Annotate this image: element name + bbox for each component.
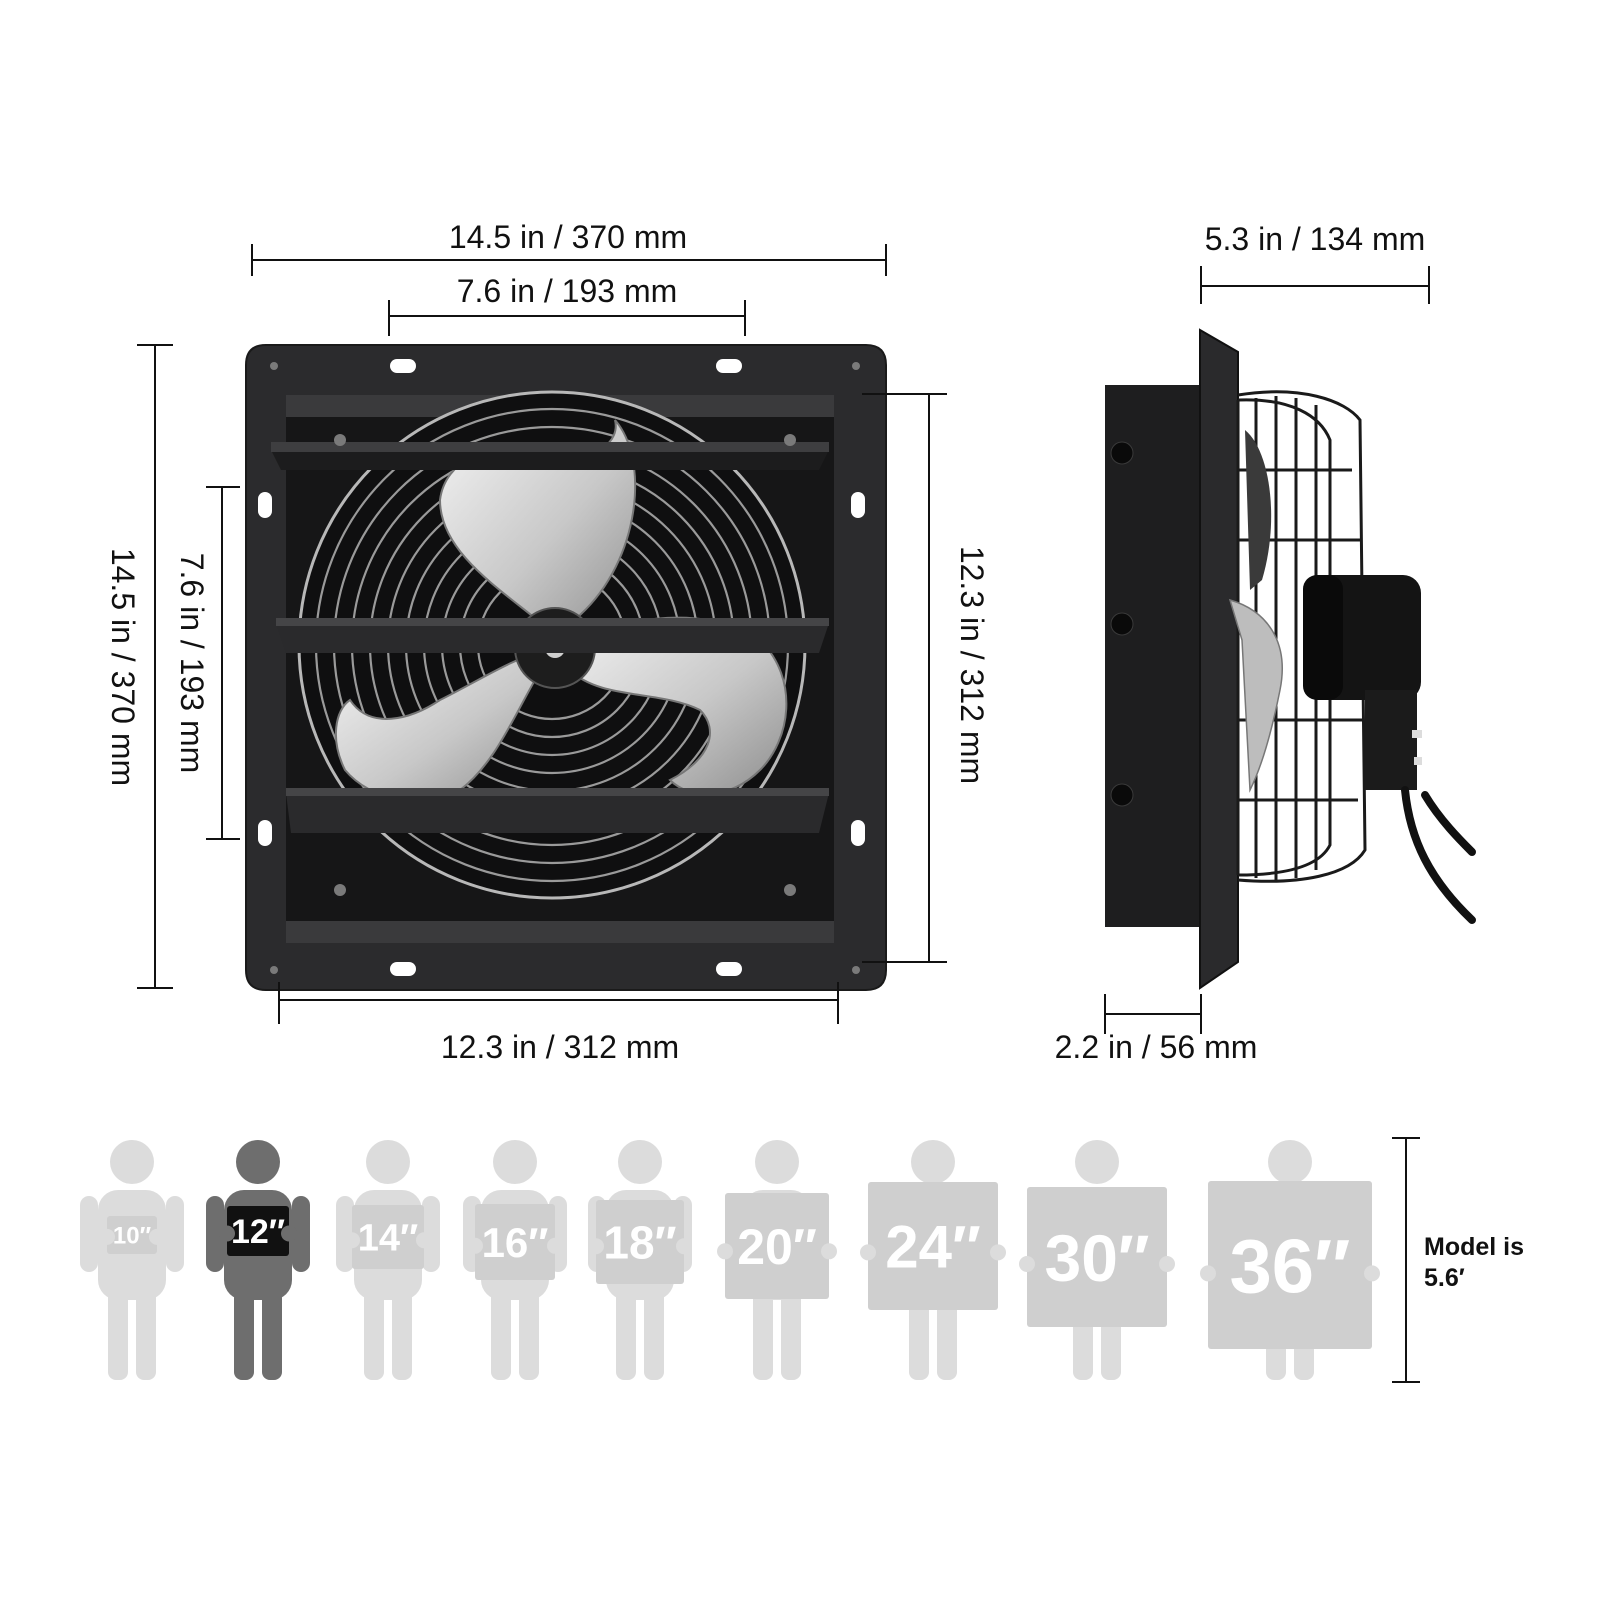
power-cable: [1401, 786, 1476, 924]
figure-leg-right: [519, 1290, 539, 1380]
size-board: [227, 1206, 289, 1256]
figure-leg-left: [616, 1290, 636, 1380]
figure-hand-left: [219, 1225, 235, 1242]
figure-hand-left: [860, 1244, 876, 1261]
figure-hand-left: [467, 1237, 483, 1254]
side-dimension-lines: [1104, 266, 1430, 1034]
size-board: [107, 1216, 157, 1254]
figure-head: [366, 1140, 410, 1184]
size-label: 12″: [231, 1213, 285, 1251]
figure-hand-right: [676, 1238, 692, 1255]
figure-leg-left: [753, 1290, 773, 1380]
side-view-fan: [1105, 328, 1476, 990]
figure-leg-right: [262, 1290, 282, 1380]
figure-head: [236, 1140, 280, 1184]
depth-label: 5.3 in / 134 mm: [1205, 221, 1426, 257]
figure-hand-right: [281, 1225, 297, 1242]
figure-arm-left: [206, 1196, 224, 1272]
figure-hand-left: [1200, 1265, 1216, 1282]
top-width-label: 14.5 in / 370 mm: [449, 219, 687, 255]
size-label: 30″: [1044, 1221, 1149, 1295]
size-figure: 36″: [1200, 1140, 1380, 1380]
frame-depth-label: 2.2 in / 56 mm: [1055, 1029, 1258, 1065]
figure-leg-right: [392, 1290, 412, 1380]
left-height-label: 14.5 in / 370 mm: [105, 548, 141, 786]
figure-hand-right: [1159, 1256, 1175, 1272]
figure-hand-right: [1364, 1265, 1380, 1282]
figure-head: [1075, 1140, 1119, 1184]
size-label: 16″: [482, 1219, 549, 1266]
figure-leg-left: [364, 1290, 384, 1380]
frame-screws: [270, 362, 860, 974]
figure-head: [618, 1140, 662, 1184]
figure-leg-left: [234, 1290, 254, 1380]
size-label: 20″: [737, 1219, 817, 1275]
figure-head: [493, 1140, 537, 1184]
figure-leg-left: [108, 1290, 128, 1380]
size-label: 24″: [885, 1214, 980, 1281]
side-shroud: [1105, 385, 1200, 927]
figure-leg-right: [644, 1290, 664, 1380]
figure-hand-right: [149, 1228, 165, 1245]
size-figure: 12″: [206, 1140, 310, 1380]
model-height-line: [1392, 1137, 1420, 1383]
figure-leg-right: [136, 1290, 156, 1380]
size-comparison: 10″ 12″ 14″ 16″ 18″ 20″ 24″ 30″ 36″: [80, 1140, 1380, 1380]
size-board: [596, 1200, 684, 1284]
size-board: [352, 1205, 424, 1269]
figure-hand-right: [990, 1244, 1006, 1261]
figure-leg-right: [781, 1290, 801, 1380]
figure-leg-left: [909, 1290, 929, 1380]
figure-leg-left: [491, 1290, 511, 1380]
figure-hand-right: [547, 1237, 563, 1254]
size-board: [868, 1182, 998, 1310]
size-figure: 30″: [1019, 1140, 1175, 1380]
front-dimension-lines: [137, 244, 947, 1024]
figure-leg-right: [937, 1290, 957, 1380]
figure-hand-left: [1019, 1256, 1035, 1272]
figure-hand-left: [344, 1232, 360, 1249]
bottom-width-label: 12.3 in / 312 mm: [441, 1029, 679, 1065]
side-frame-plate: [1199, 328, 1239, 990]
size-label: 14″: [358, 1218, 418, 1260]
size-figure: 20″: [717, 1140, 837, 1380]
size-figure: 18″: [588, 1140, 692, 1380]
figure-hand-right: [821, 1243, 837, 1260]
model-note-line1: Model is: [1424, 1233, 1525, 1261]
size-figure: 24″: [860, 1140, 1006, 1380]
figure-head: [110, 1140, 154, 1184]
inner-height-label: 7.6 in / 193 mm: [174, 553, 210, 774]
figure-arm-right: [422, 1196, 440, 1272]
size-figure: 10″: [80, 1140, 184, 1380]
fan-shutters: [271, 442, 829, 833]
model-height-note: Model is 5.6′: [1424, 1232, 1574, 1294]
size-figure: 14″: [336, 1140, 440, 1380]
front-view-fan: [245, 344, 887, 991]
figure-head: [911, 1140, 955, 1184]
figure-arm-left: [80, 1196, 98, 1272]
inner-width-label: 7.6 in / 193 mm: [457, 273, 678, 309]
size-board: [725, 1193, 829, 1299]
size-label: 18″: [603, 1217, 676, 1269]
model-note-line2: 5.6′: [1424, 1264, 1465, 1292]
size-board: [1027, 1187, 1167, 1327]
right-height-label: 12.3 in / 312 mm: [954, 546, 990, 784]
size-label: 10″: [113, 1223, 152, 1250]
figure-hand-left: [99, 1228, 115, 1245]
figure-hand-right: [416, 1232, 432, 1249]
figure-hand-left: [588, 1238, 604, 1255]
mounting-slots: [258, 359, 865, 976]
figure-arm-left: [336, 1196, 354, 1272]
figure-head: [1268, 1140, 1312, 1184]
size-figure: 16″: [463, 1140, 567, 1380]
size-label: 36″: [1230, 1224, 1351, 1309]
figure-arm-right: [166, 1196, 184, 1272]
size-board: [475, 1204, 555, 1280]
size-board: [1208, 1181, 1372, 1349]
figure-hand-left: [717, 1243, 733, 1260]
figure-arm-right: [292, 1196, 310, 1272]
figure-head: [755, 1140, 799, 1184]
